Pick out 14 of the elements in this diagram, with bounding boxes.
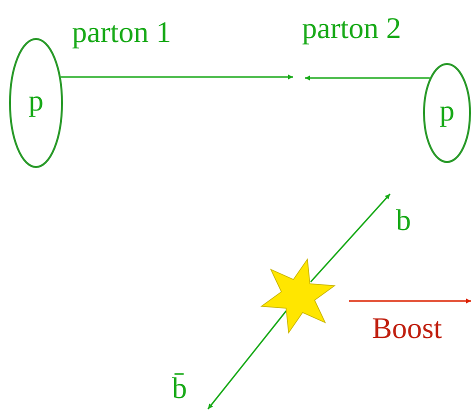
edge-label: parton 2 [302, 14, 402, 44]
edge-label: parton 1 [72, 18, 172, 48]
edge-label: b [396, 206, 411, 236]
proton-ellipse [423, 63, 471, 163]
edge-label: b̄ [172, 374, 187, 404]
collision-star [260, 256, 336, 336]
particle-label: p [28, 86, 44, 116]
arrow [310, 194, 391, 282]
arrow [305, 76, 430, 80]
proton-ellipse [9, 38, 63, 168]
boost-label: Boost [372, 314, 442, 344]
arrow [207, 310, 287, 410]
particle-label: p [440, 96, 454, 126]
arrow [60, 74, 293, 80]
